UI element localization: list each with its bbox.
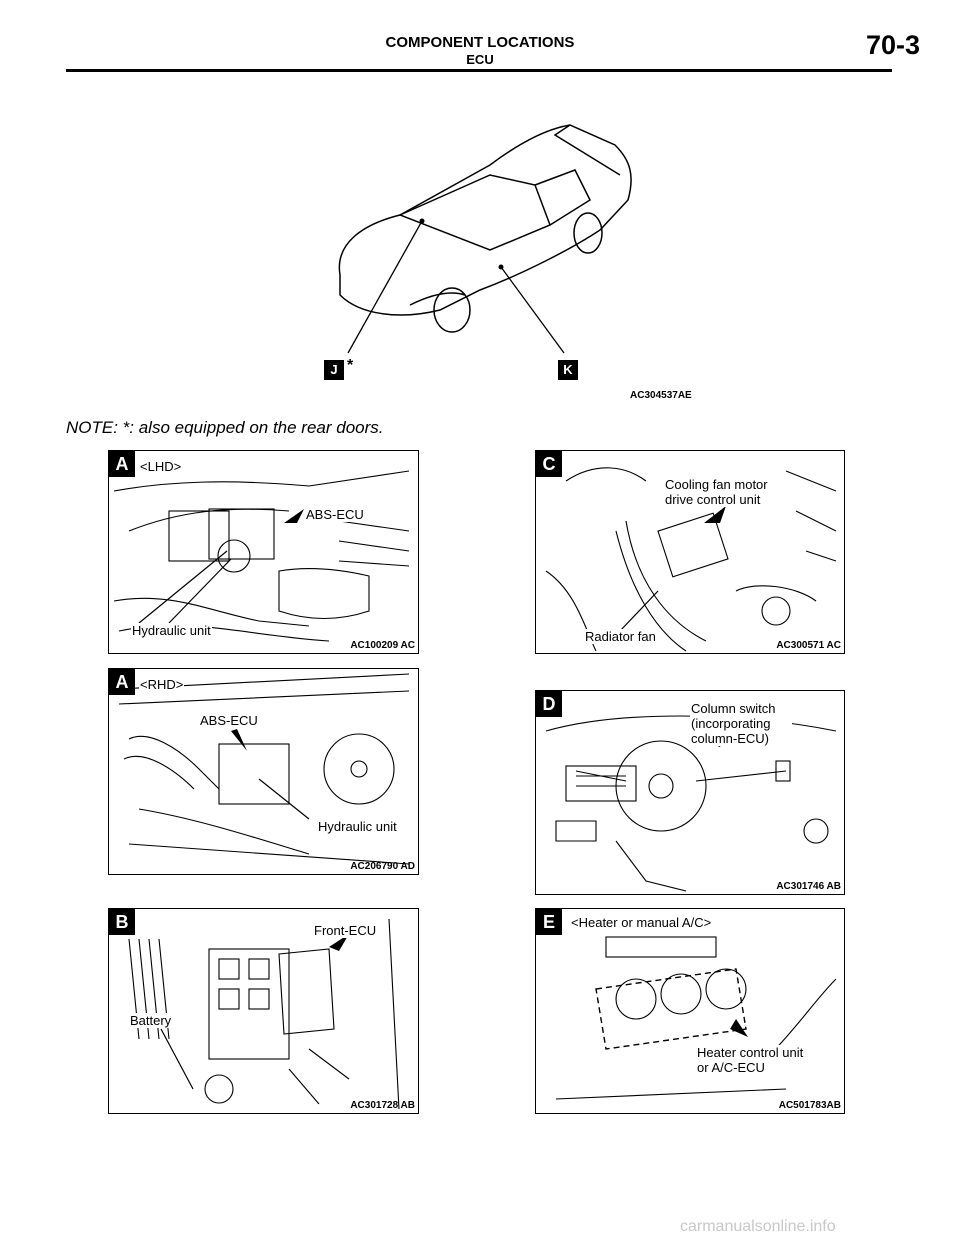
panel-badge: A (109, 451, 135, 477)
panel-title: <LHD> (139, 459, 183, 474)
overview-figure-code: AC304537AE (630, 390, 692, 401)
label-abs-ecu: ABS-ECU (305, 507, 365, 522)
label-hydraulic-unit: Hydraulic unit (317, 819, 398, 834)
figure-code: AC206790 AD (350, 861, 415, 872)
front-ecu-illustration (128, 918, 400, 1110)
figure-code: AC100209 AC (350, 640, 415, 651)
figure-code: AC501783AB (778, 1100, 841, 1111)
panel-b: B Front-ECU Battery AC301728 AB (108, 908, 419, 1114)
panel-title: <RHD> (139, 677, 185, 692)
label-cooling-fan-motor-ecu: Cooling fan motor drive control unit (664, 477, 796, 507)
panel-badge: B (109, 909, 135, 935)
note-text: NOTE: *: also equipped on the rear doors… (66, 418, 384, 437)
cooling-fan-illustration (545, 467, 837, 652)
figure-code: AC301746 AB (776, 881, 841, 892)
label-battery: Battery (129, 1013, 173, 1028)
label-radiator-fan: Radiator fan (584, 629, 657, 644)
label-heater-control-unit: Heater control unit or A/C-ECU (696, 1045, 818, 1075)
panel-a-rhd: A <RHD> ABS-ECU Hydraulic unit AC206790 … (108, 668, 419, 875)
column-switch-illustration (545, 715, 837, 892)
asterisk-mark: * (347, 357, 354, 374)
section-title: COMPONENT LOCATIONS (385, 34, 575, 51)
panel-badge: A (109, 669, 135, 695)
callout-k: K (558, 360, 578, 380)
label-abs-ecu: ABS-ECU (199, 713, 259, 728)
label-front-ecu: Front-ECU (313, 923, 378, 938)
page-number: 70-3 (865, 30, 920, 60)
panel-badge: C (536, 451, 562, 477)
panel-a-lhd: A <LHD> ABS-ECU Hydraulic unit AC100209 … (108, 450, 419, 654)
section-subtitle: ECU (466, 52, 494, 67)
panel-c: C Cooling fan motor drive control unit R… (535, 450, 845, 654)
figure-code: AC301728 AB (350, 1100, 415, 1111)
label-column-switch: Column switch (incorporating column-ECU) (690, 701, 792, 746)
abs-rhd-illustration (118, 673, 410, 865)
panel-title: <Heater or manual A/C> (570, 915, 713, 930)
panel-e: E <Heater or manual A/C> Heater control … (535, 908, 845, 1114)
panel-badge: D (536, 691, 562, 717)
callout-j: J (324, 360, 344, 380)
car-overview-illustration (338, 124, 632, 354)
panel-badge: E (536, 909, 562, 935)
figure-code: AC300571 AC (776, 640, 841, 651)
panel-d: D Column switch (incorporating column-EC… (535, 690, 845, 895)
abs-lhd-illustration (113, 470, 410, 642)
header-rule (66, 69, 892, 72)
watermark: carmanualsonline.info (680, 1218, 836, 1235)
label-hydraulic-unit: Hydraulic unit (131, 623, 212, 638)
heater-control-illustration (555, 936, 837, 1100)
